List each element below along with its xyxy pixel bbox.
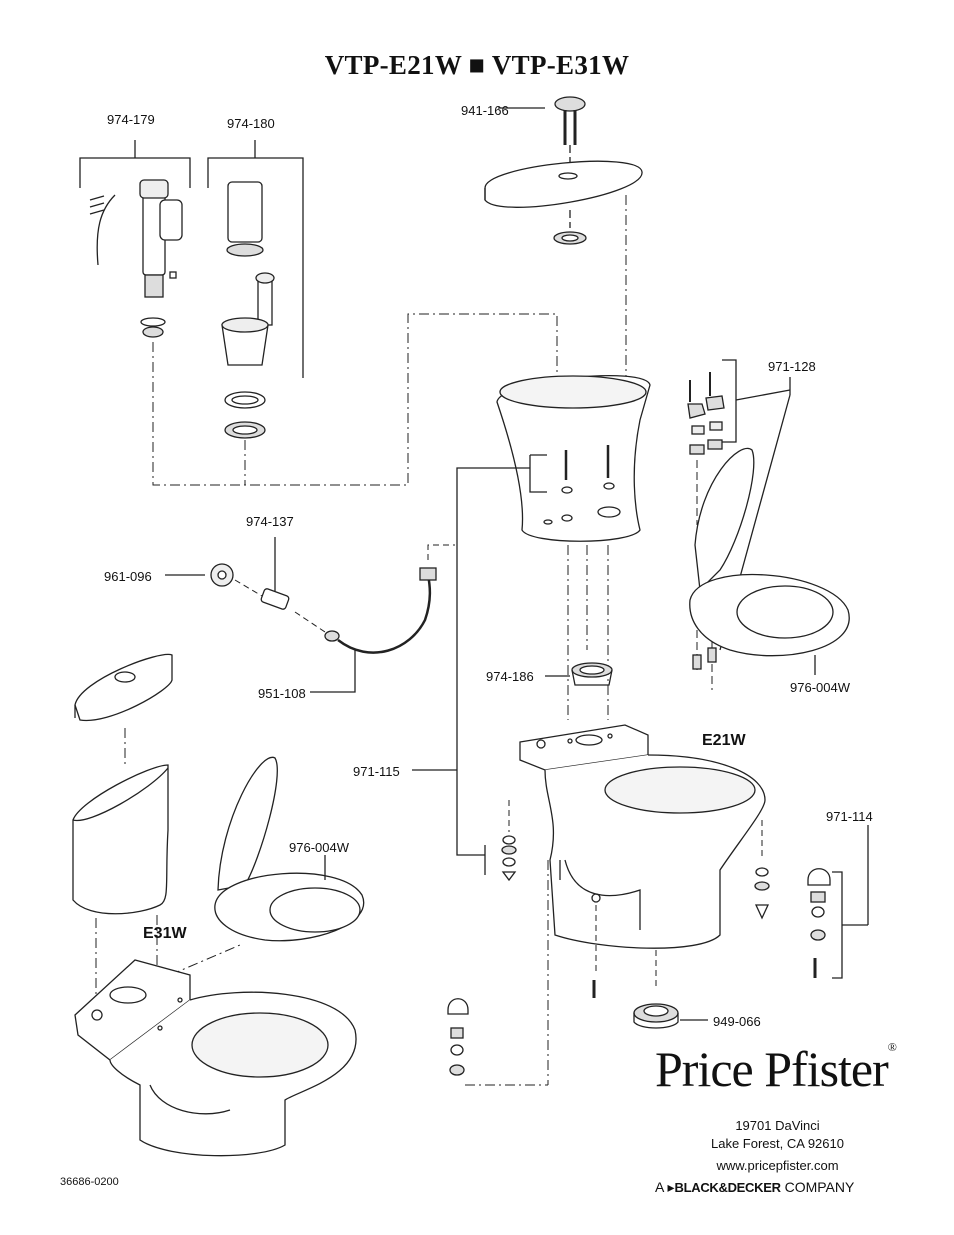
label-974-137: 974-137 bbox=[246, 514, 294, 529]
label-961-096: 961-096 bbox=[104, 569, 152, 584]
label-971-114: 971-114 bbox=[826, 809, 873, 824]
tank-lid-e31w bbox=[74, 653, 173, 765]
gasket-974-186 bbox=[545, 662, 613, 686]
tank-e31w bbox=[72, 764, 169, 995]
brand-logo: Price Pfister® bbox=[655, 1040, 900, 1098]
address-line-1: 19701 DaVinci bbox=[735, 1118, 820, 1133]
model-label-e31w: E31W bbox=[143, 925, 187, 942]
label-951-108: 951-108 bbox=[258, 686, 306, 701]
label-941-166: 941-166 bbox=[461, 103, 509, 118]
brand-name: Price Pfister bbox=[655, 1041, 889, 1097]
bowl-e31w bbox=[74, 959, 357, 1157]
seat-976-004w-right bbox=[689, 447, 850, 675]
document-number: 36686-0200 bbox=[60, 1176, 119, 1188]
bolt-set-971-115 bbox=[412, 467, 530, 882]
water-supply bbox=[165, 537, 455, 693]
label-976-004w-right: 976-004W bbox=[790, 680, 850, 695]
company-suffix: COMPANY bbox=[784, 1179, 855, 1195]
label-971-115: 971-115 bbox=[353, 764, 400, 779]
model-label-e21w: E21W bbox=[702, 732, 746, 749]
valve-to-tank-guide bbox=[152, 313, 558, 486]
company-line: A ▸BLACK&DECKER COMPANY bbox=[655, 1179, 854, 1196]
black-decker-icon: ▸ bbox=[667, 1179, 675, 1195]
wax-ring-949-066 bbox=[633, 1003, 708, 1029]
label-974-179: 974-179 bbox=[107, 112, 155, 127]
seat-976-004w-left bbox=[169, 756, 365, 976]
company-mark: BLACK&DECKER bbox=[674, 1180, 781, 1195]
tank-e21w bbox=[496, 375, 651, 542]
bowl-bolt-washers bbox=[754, 867, 770, 920]
bowl-e21w bbox=[519, 724, 766, 949]
label-949-066: 949-066 bbox=[713, 1014, 761, 1029]
website-link[interactable]: www.pricepfister.com bbox=[716, 1158, 839, 1173]
label-974-186: 974-186 bbox=[486, 669, 534, 684]
address-line-2: Lake Forest, CA 92610 bbox=[711, 1136, 844, 1151]
bolt-caps-971-114 bbox=[807, 825, 869, 979]
tank-lid-941-166 bbox=[484, 96, 643, 380]
label-971-128: 971-128 bbox=[768, 359, 816, 374]
company-prefix: A bbox=[655, 1179, 664, 1195]
label-974-180: 974-180 bbox=[227, 116, 275, 131]
page-title: VTP-E21W ■ VTP-E31W bbox=[324, 50, 630, 80]
bolt-caps-bottom bbox=[447, 998, 469, 1076]
label-976-004w-left: 976-004W bbox=[289, 840, 349, 855]
flush-valve-974-180 bbox=[207, 140, 304, 439]
fill-valve-974-179 bbox=[79, 140, 191, 338]
brand-registered-mark: ® bbox=[887, 1040, 897, 1054]
